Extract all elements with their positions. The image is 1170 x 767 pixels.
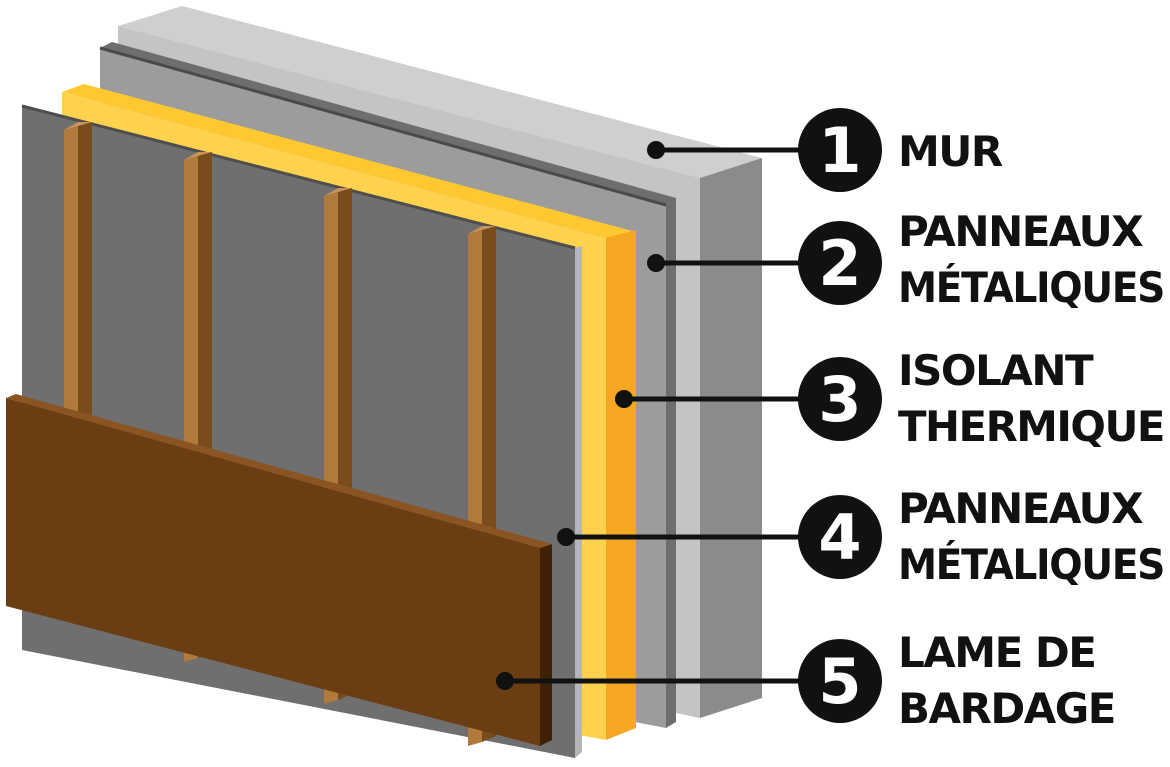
label-mur: MUR [898,127,1003,176]
badge-circle-2 [798,221,882,305]
badge-3: 3 [798,357,882,441]
badge-circle-4 [798,495,882,579]
leader-dot-3 [615,390,633,408]
insulation-front-face [606,230,636,740]
leader-dot-5 [496,672,514,690]
badge-number-4: 4 [818,501,861,574]
label-lame-de: LAME DE [898,628,1095,677]
label-thermique: THERMIQUE [898,402,1164,451]
badge-1: 1 [798,108,882,192]
label-bardage: BARDAGE [898,684,1115,733]
badge-5: 5 [798,639,882,723]
badge-circle-5 [798,639,882,723]
insulation-top-face [62,84,636,238]
front-metal-panel-edge [575,246,582,758]
leader-dot-4 [557,528,575,546]
badge-circle-1 [798,108,882,192]
badge-number-1: 1 [818,114,861,187]
label-metaliques-1: MÉTALIQUES [898,262,1164,312]
badge-circle-3 [798,357,882,441]
wall-top-face [118,6,762,178]
label-panneaux-2: PANNEAUX [898,484,1143,533]
wall-front-face [700,158,762,718]
number-badges: 1 2 3 4 5 [798,108,882,723]
label-panneaux-1: PANNEAUX [898,207,1143,256]
badge-number-2: 2 [818,227,861,300]
leader-dot-1 [647,141,665,159]
badge-number-3: 3 [818,363,861,436]
leader-lines [496,141,812,690]
siding-board-edge [540,544,552,746]
layer-labels: MUR PANNEAUX MÉTALIQUES ISOLANT THERMIQU… [898,127,1166,733]
label-metaliques-2: MÉTALIQUES [898,539,1164,589]
badge-4: 4 [798,495,882,579]
siding-board-top-edge [6,394,552,548]
siding-board-layer [6,394,552,746]
label-isolant: ISOLANT [898,346,1094,395]
siding-board-face [6,398,540,746]
badge-2: 2 [798,221,882,305]
badge-number-5: 5 [818,645,861,718]
leader-dot-2 [647,254,665,272]
